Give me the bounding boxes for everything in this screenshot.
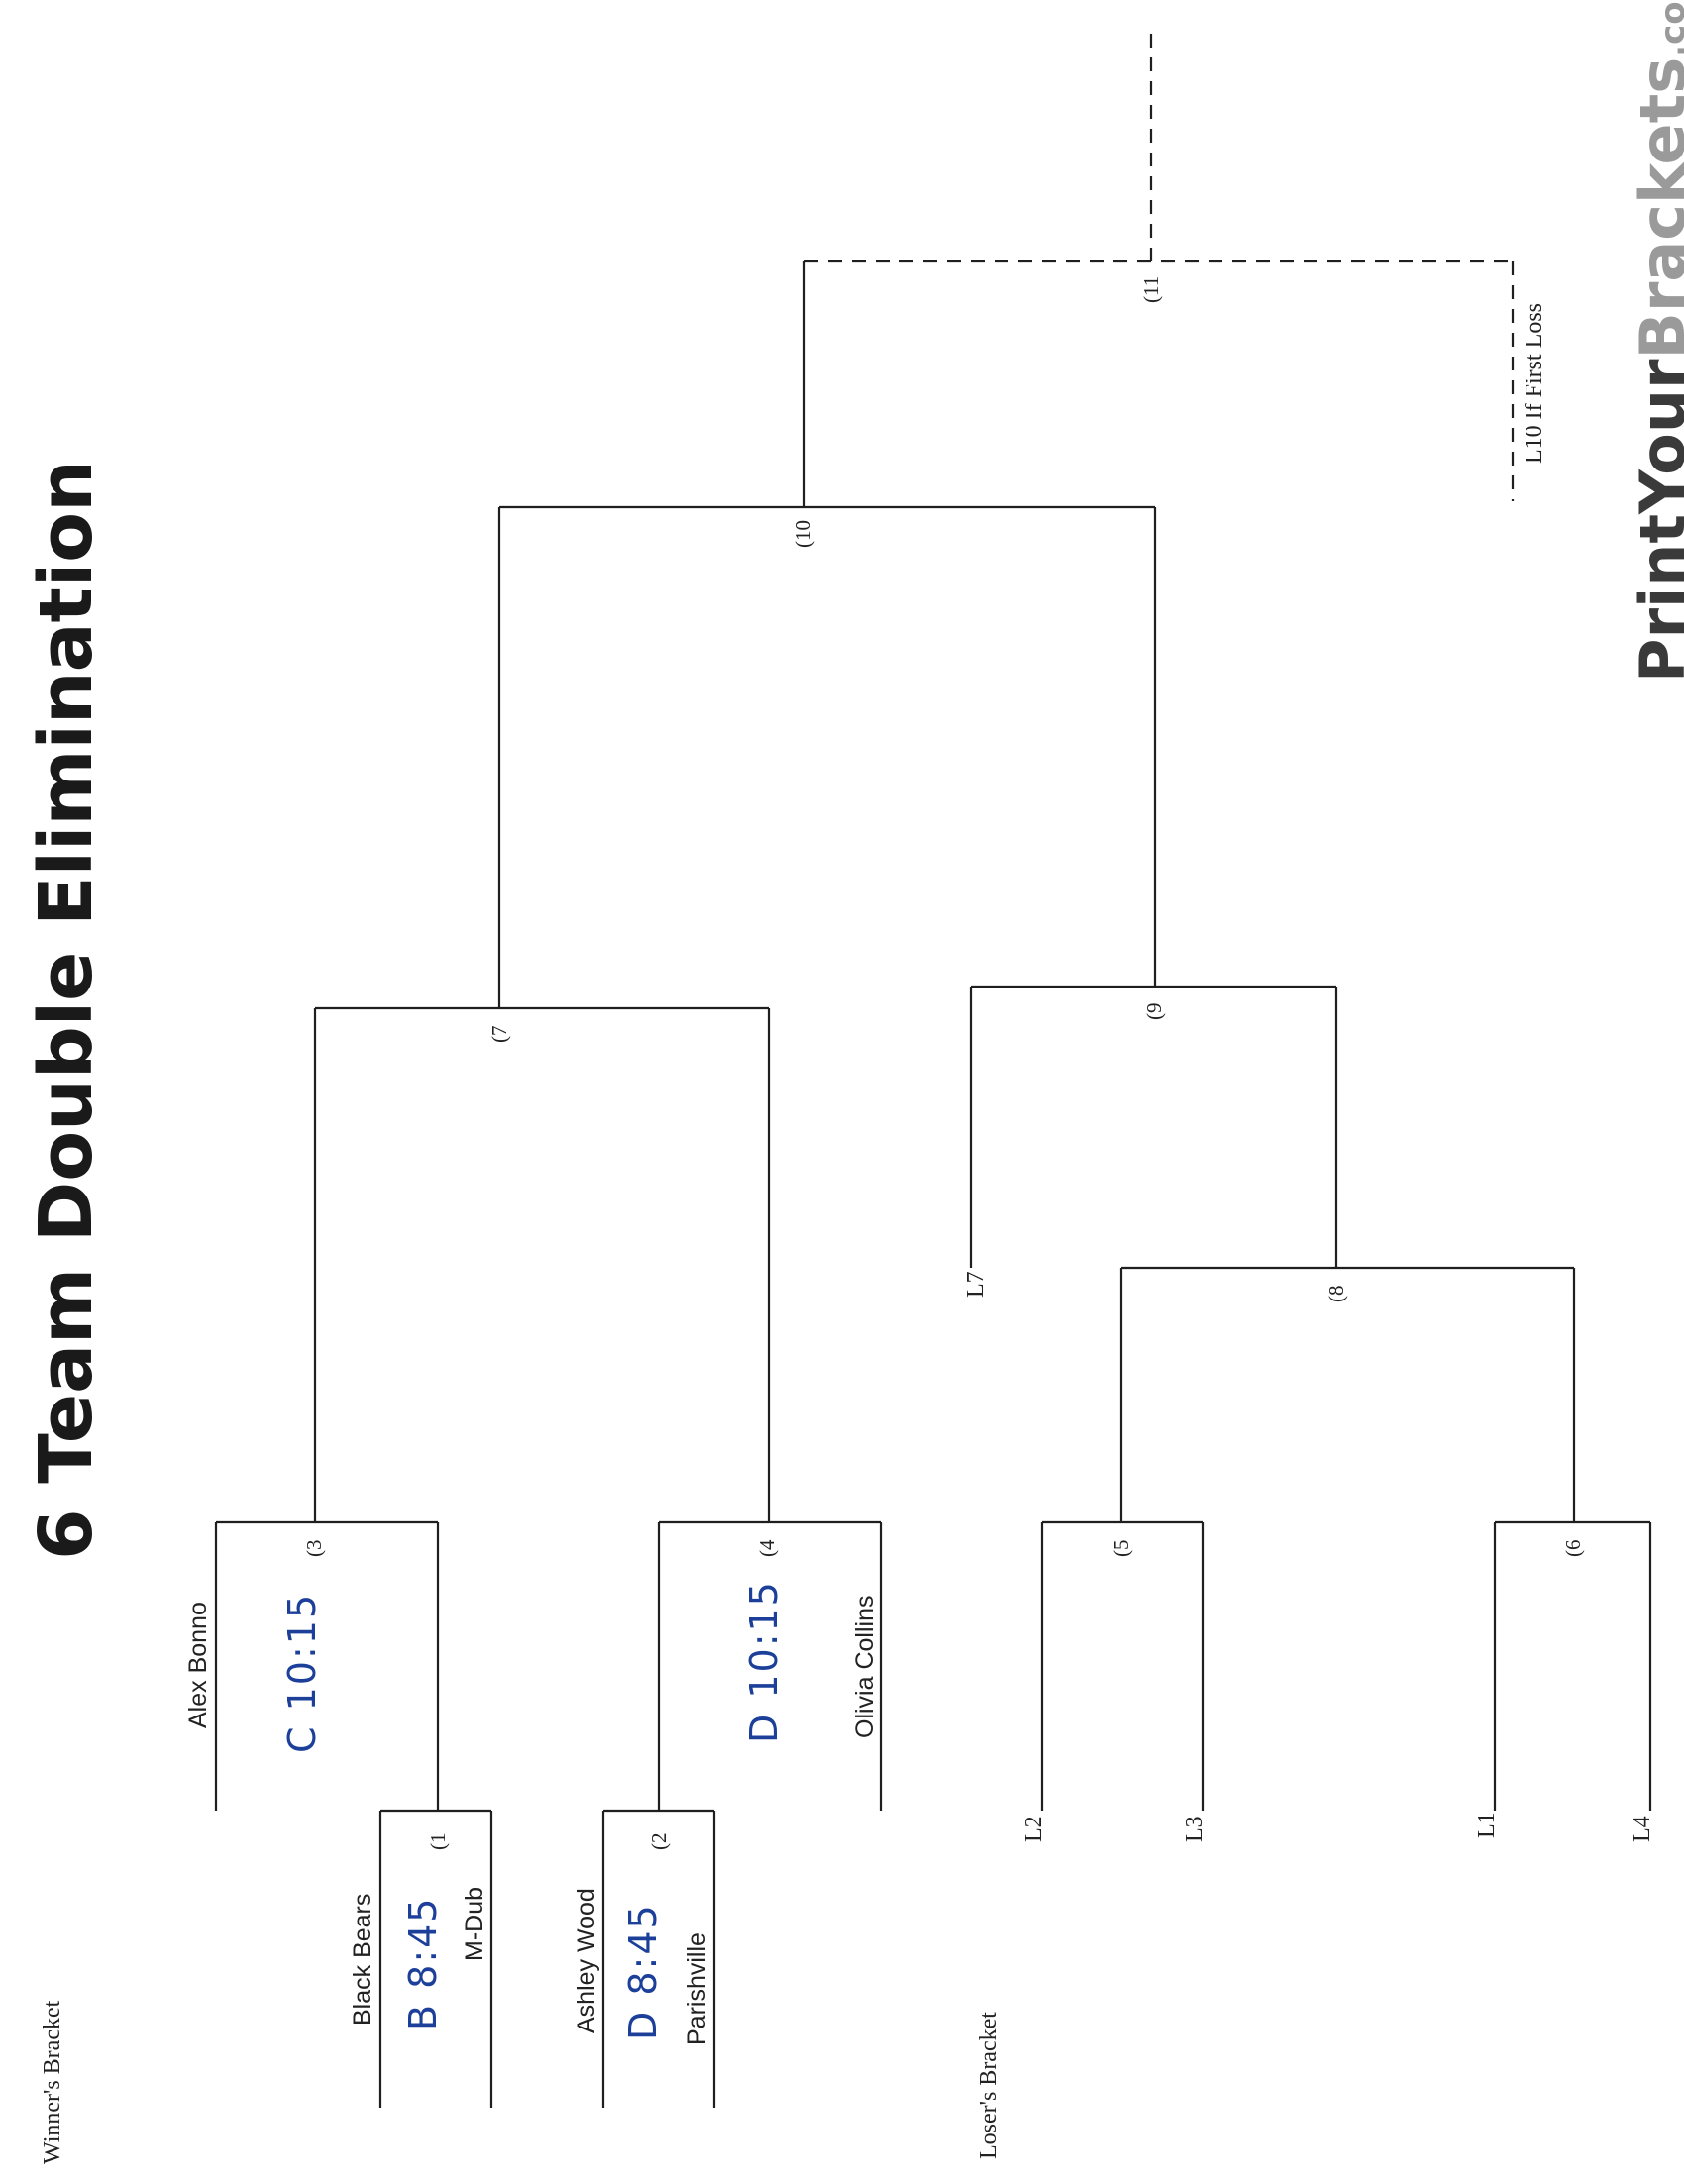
team-olivia-collins: Olivia Collins bbox=[851, 1596, 879, 1738]
loser-slot-l7: L7 bbox=[963, 1271, 989, 1298]
match-10-number: (10 bbox=[791, 520, 815, 548]
team-ashley-wood: Ashley Wood bbox=[573, 1888, 600, 2033]
handwritten-game-1-time: B 8:45 bbox=[401, 1897, 445, 2030]
handwritten-game-3-time: C 10:15 bbox=[280, 1593, 324, 1753]
handwritten-game-4-time: D 10:15 bbox=[742, 1580, 786, 1743]
handwritten-game-2-time: D 8:45 bbox=[621, 1903, 665, 2040]
team-parishville: Parishville bbox=[684, 1932, 711, 2045]
logo-suffix: .com bbox=[1653, 0, 1684, 57]
if-first-loss-label: L10 If First Loss bbox=[1522, 303, 1547, 464]
page-title: 6 Team Double Elimination bbox=[24, 460, 109, 1560]
match-5-number: (5 bbox=[1109, 1540, 1133, 1558]
logo-part-1: PrintYour bbox=[1627, 359, 1684, 683]
logo-part-2: Brackets bbox=[1627, 57, 1684, 360]
match-6-number: (6 bbox=[1561, 1540, 1585, 1558]
match-4-number: (4 bbox=[755, 1539, 779, 1557]
match-1-number: (1 bbox=[426, 1833, 450, 1851]
team-m-dub: M-Dub bbox=[461, 1887, 488, 1961]
match-8-number: (8 bbox=[1324, 1286, 1348, 1303]
match-3-number: (3 bbox=[302, 1540, 326, 1558]
winners-bracket-label: Winner's Bracket bbox=[40, 2000, 65, 2164]
loser-slot-l3: L3 bbox=[1182, 1816, 1208, 1842]
match-11-number: (11 bbox=[1139, 276, 1163, 303]
losers-bracket-label: Loser's Bracket bbox=[976, 2012, 1001, 2159]
loser-slot-l2: L2 bbox=[1021, 1816, 1047, 1842]
loser-slot-l4: L4 bbox=[1630, 1816, 1655, 1842]
match-7-number: (7 bbox=[487, 1026, 511, 1044]
team-alex-bonno: Alex Bonno bbox=[184, 1602, 212, 1728]
loser-slot-l1: L1 bbox=[1474, 1812, 1500, 1838]
match-9-number: (9 bbox=[1142, 1003, 1166, 1021]
print-your-brackets-logo: PrintYourBrackets.com bbox=[1627, 0, 1684, 683]
match-2-number: (2 bbox=[647, 1833, 671, 1851]
team-black-bears: Black Bears bbox=[349, 1894, 376, 2026]
